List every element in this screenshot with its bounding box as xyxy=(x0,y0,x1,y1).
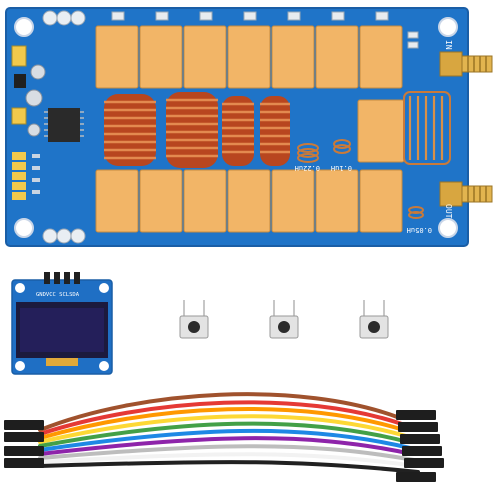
relay xyxy=(227,169,271,233)
inductor-label-c: 0.05uH xyxy=(407,226,432,234)
inductor-label-b: 0.1uH xyxy=(331,164,352,172)
dupont-jumper-wires xyxy=(38,392,420,474)
relay-middle xyxy=(357,99,405,163)
relay-row-bottom xyxy=(95,169,403,233)
pin-header-yellow xyxy=(12,152,26,200)
sma-connector-out xyxy=(439,181,493,207)
oled-pin-labels: GNDVCC SCLSDA xyxy=(36,292,80,298)
tact-switch xyxy=(359,300,389,339)
mounting-hole xyxy=(438,17,458,37)
relay xyxy=(95,169,139,233)
relay xyxy=(315,25,359,89)
yellow-connector xyxy=(11,45,27,67)
wire-connectors-right xyxy=(396,410,444,482)
yellow-connector xyxy=(11,107,27,125)
small-coil-c xyxy=(408,206,424,219)
relay xyxy=(139,25,183,89)
relay xyxy=(271,25,315,89)
toroid-inductors xyxy=(104,92,290,168)
relay xyxy=(139,169,183,233)
mounting-hole xyxy=(14,218,34,238)
header-pads-top xyxy=(42,10,86,26)
relay xyxy=(183,169,227,233)
oled-ribbon xyxy=(46,358,78,366)
mounting-hole xyxy=(438,218,458,238)
transistor xyxy=(14,74,26,88)
toroid-coil xyxy=(260,96,290,166)
in-label: IN xyxy=(444,40,453,50)
sma-connector-in xyxy=(439,51,493,77)
microcontroller-chip xyxy=(48,108,80,142)
relay xyxy=(227,25,271,89)
relay xyxy=(359,169,403,233)
small-coil-a xyxy=(297,143,319,163)
oled-display-module: GNDVCC SCLSDA xyxy=(11,272,113,375)
capacitor xyxy=(30,64,46,80)
relay xyxy=(315,169,359,233)
capacitor xyxy=(25,89,43,107)
inductor-label-a: 0.22uH xyxy=(295,164,320,172)
capacitor xyxy=(27,123,41,137)
relay xyxy=(359,25,403,89)
relay xyxy=(271,169,315,233)
out-label: OUT xyxy=(444,204,453,219)
relay xyxy=(183,25,227,89)
tact-switch xyxy=(269,300,299,339)
toroid-coil xyxy=(104,94,156,166)
relay-row-top xyxy=(95,11,403,89)
header-pads-bottom xyxy=(42,228,86,244)
toroid-coil xyxy=(166,92,218,168)
wire-connectors-left xyxy=(4,420,44,468)
air-core-coil xyxy=(403,91,451,165)
tact-switch xyxy=(179,300,209,339)
relay xyxy=(95,25,139,89)
mounting-hole xyxy=(14,17,34,37)
small-coil-b xyxy=(333,139,351,154)
toroid-coil xyxy=(222,96,254,166)
oled-pin-header xyxy=(44,272,80,284)
